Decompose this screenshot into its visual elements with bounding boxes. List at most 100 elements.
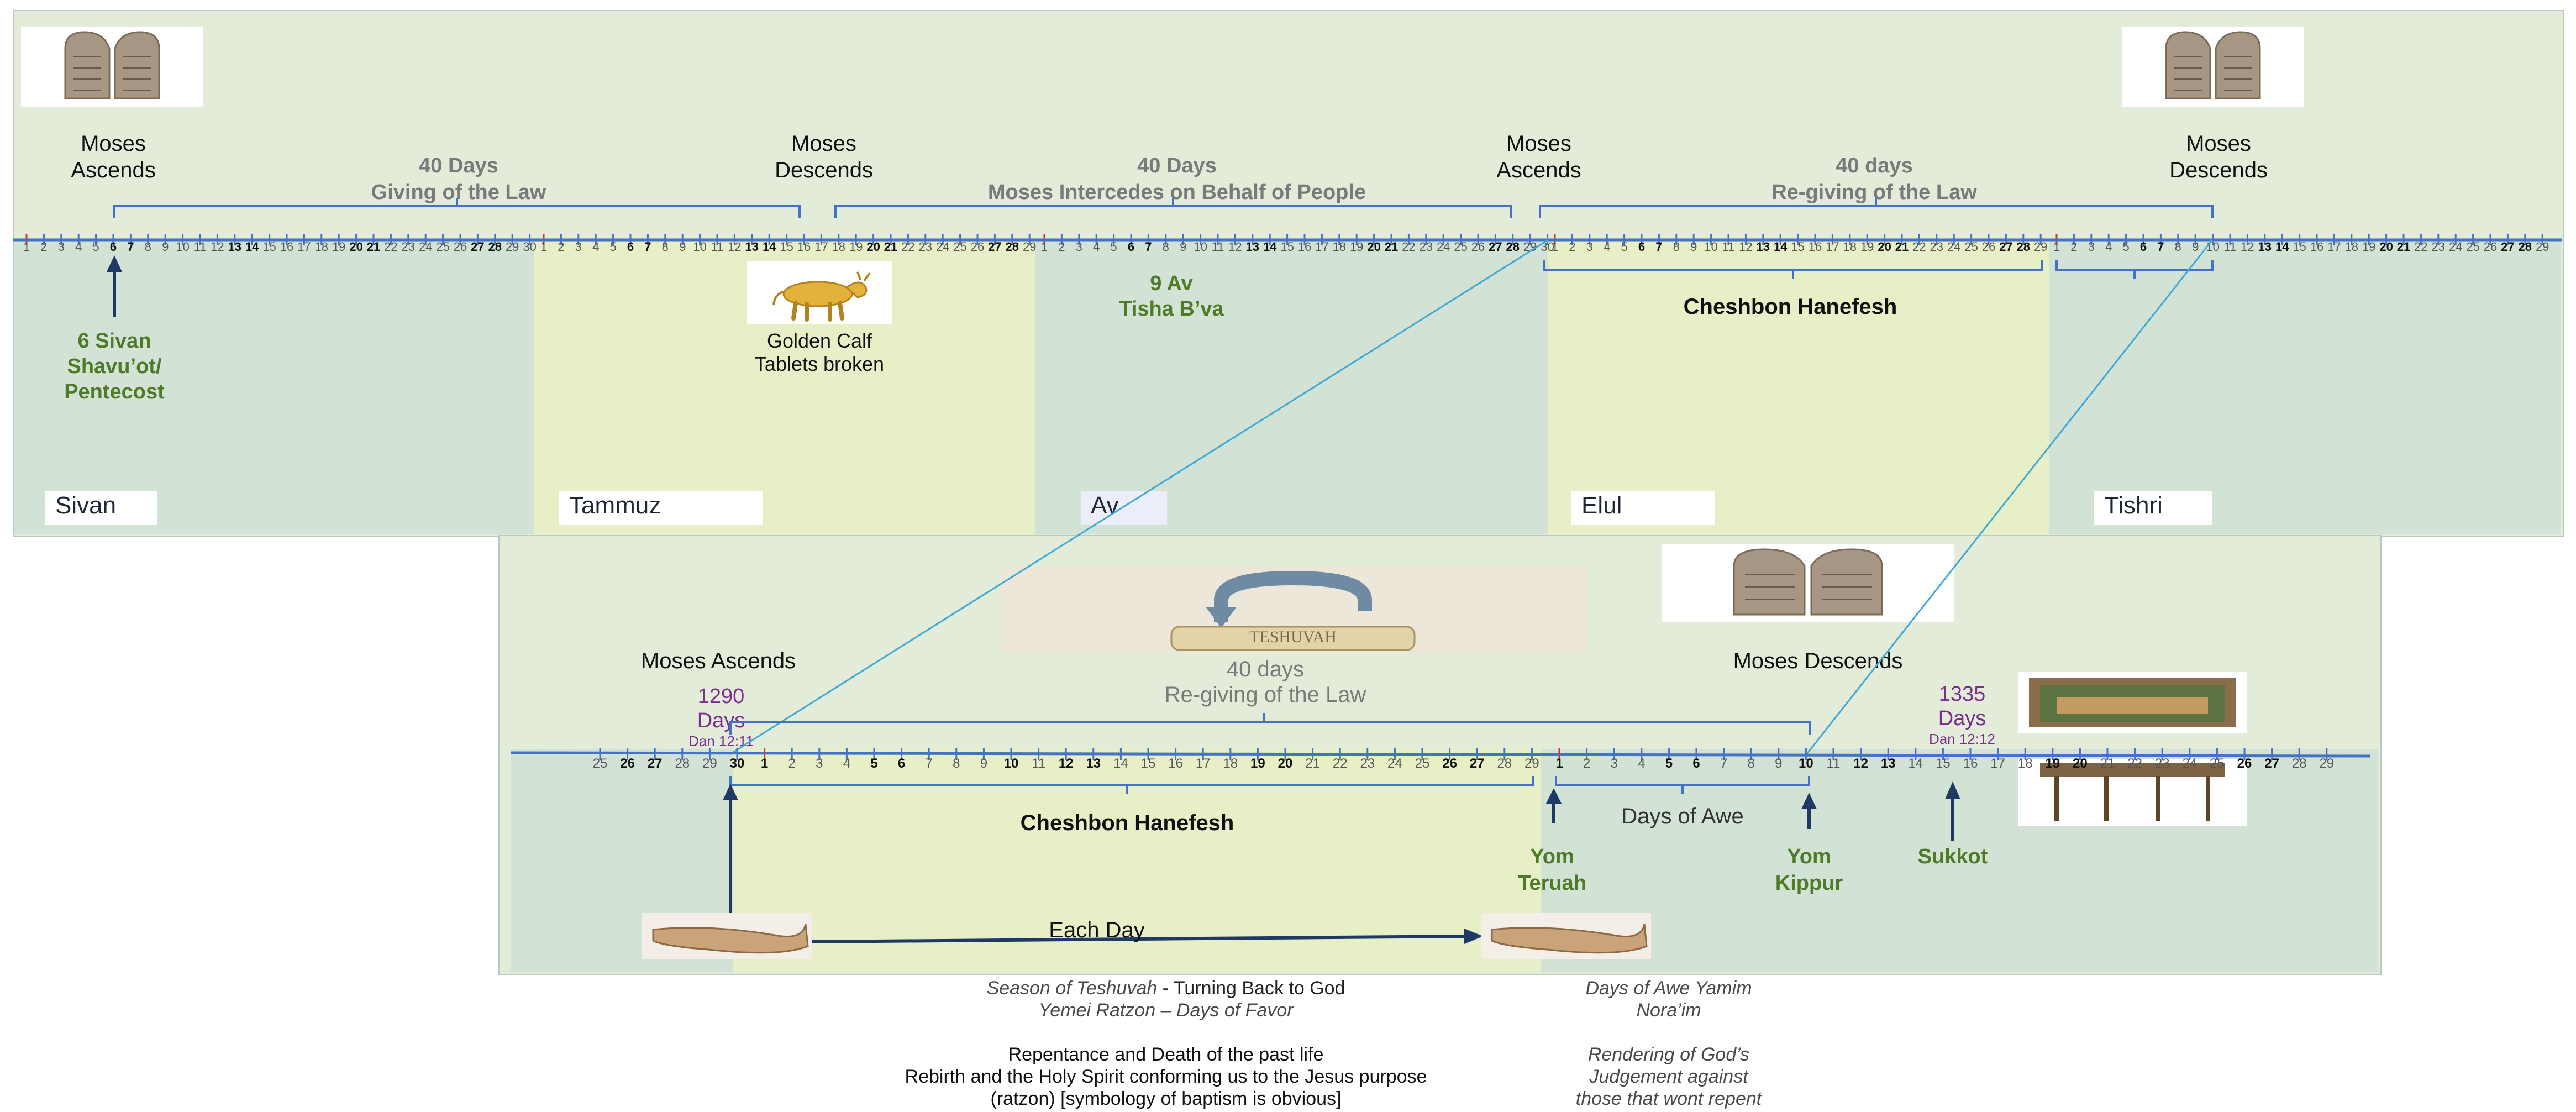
top-day-number: 5 (92, 240, 99, 254)
bottom-day-number: 16 (1963, 756, 1978, 771)
bottom-day-number: 22 (2127, 756, 2142, 771)
top-day-number: 11 (711, 240, 724, 254)
bottom-day-number: 28 (675, 756, 690, 771)
band-elul (1548, 240, 2049, 534)
band-tishri (2049, 240, 2561, 534)
month-label-sivan: Sivan (45, 491, 157, 525)
bottom-day-number: 27 (647, 756, 663, 771)
bottom-day-number: 9 (1775, 756, 1783, 771)
top-day-number: 24 (2448, 240, 2463, 254)
top-day-number: 11 (1211, 240, 1224, 254)
tablets-image-left (21, 27, 203, 107)
top-day-number: 21 (366, 240, 381, 254)
bottom-day-number: 24 (2182, 756, 2198, 771)
top-day-number: 30 (1541, 240, 1554, 254)
top-day-number: 13 (1756, 240, 1770, 254)
top-day-number: 27 (471, 240, 485, 254)
top-day-number: 7 (644, 240, 651, 254)
bottom-day-number: 29 (1524, 756, 1539, 771)
shofar-image-left (642, 913, 812, 959)
top-day-number: 28 (1005, 240, 1019, 254)
top-day-number: 6 (2139, 240, 2147, 254)
arrow-ascends-bottom (723, 784, 738, 920)
top-day-number: 10 (2206, 240, 2220, 254)
bottom-day-number: 25 (592, 756, 608, 771)
top-day-number: 18 (314, 240, 329, 254)
top-day-number: 21 (2396, 240, 2411, 254)
top-day-number: 2 (2070, 240, 2078, 254)
bottom-day-number: 30 (729, 756, 745, 771)
top-day-number: 19 (849, 240, 863, 254)
bottom-day-number: 27 (1469, 756, 1485, 771)
top-day-number: 2 (558, 240, 565, 254)
season-of-teshuvah-italic: Season of Teshuvah (986, 978, 1158, 999)
top-day-number: 28 (1506, 240, 1520, 254)
shofar-image-right (1481, 913, 1651, 959)
top-day-number: 1 (1040, 240, 1048, 254)
top-day-number: 18 (832, 240, 846, 254)
top-day-number: 15 (1791, 240, 1805, 254)
arrow-each-day (809, 929, 1483, 944)
top-day-number: 8 (1162, 240, 1169, 254)
top-day-number: 10 (693, 240, 707, 254)
cheshbon-hanefesh-bottom: Cheshbon Hanefesh (1020, 811, 1234, 835)
top-day-number: 9 (679, 240, 686, 254)
top-day-number: 6 (1127, 240, 1135, 254)
top-day-number: 22 (2414, 240, 2428, 254)
bottom-day-number: 11 (1826, 756, 1841, 771)
top-day-number: 26 (453, 240, 467, 254)
top-day-number: 21 (1895, 240, 1909, 254)
top-day-number: 14 (2275, 240, 2289, 254)
bottom-day-number: 11 (1032, 756, 1046, 771)
top-day-number: 26 (1981, 240, 1996, 254)
sukkot-label: Sukkot (1917, 845, 1988, 868)
bottom-day-number: 15 (1140, 756, 1156, 771)
top-day-number: 13 (228, 240, 242, 254)
top-day-number: 8 (2174, 240, 2181, 254)
moses-ascends-bottom: Moses Ascends (640, 649, 796, 673)
top-day-number: 21 (1384, 240, 1399, 254)
bottom-day-number: 8 (953, 756, 960, 771)
top-day-number: 24 (418, 240, 433, 254)
season-of-teshuvah-rest: - Turning Back to God (1157, 978, 1345, 999)
bottom-day-number: 7 (1720, 756, 1728, 771)
top-day-number: 1 (23, 240, 30, 254)
top-day-number: 3 (1075, 240, 1082, 254)
top-day-number: 13 (2258, 240, 2272, 254)
bottom-day-number: 12 (1853, 756, 1868, 771)
month-label-av: Av (1081, 491, 1167, 525)
top-day-number: 12 (2241, 240, 2254, 254)
top-day-number: 16 (1808, 240, 1822, 254)
top-day-number: 18 (1332, 240, 1347, 254)
top-day-number: 12 (211, 240, 224, 254)
bracket-cheshbon-top (1543, 260, 2043, 279)
sukkah-image-bottom (2018, 759, 2247, 826)
bottom-day-number: 5 (870, 756, 878, 771)
top-day-number: 26 (2483, 240, 2498, 254)
top-day-number: 15 (780, 240, 793, 254)
top-day-number: 23 (401, 240, 416, 254)
bottom-day-number: 29 (702, 756, 717, 771)
top-day-number: 28 (2518, 240, 2532, 254)
bottom-day-number: 10 (1799, 756, 1813, 771)
bottom-axis-line (510, 751, 2371, 758)
top-day-number: 18 (1843, 240, 1857, 254)
bottom-day-number: 3 (816, 756, 823, 771)
top-day-number: 29 (1022, 240, 1037, 254)
top-day-number: 23 (1419, 240, 1433, 254)
bottom-day-number: 16 (1168, 756, 1183, 771)
top-day-number: 16 (1297, 240, 1312, 254)
bottom-day-number: 2 (1583, 756, 1591, 771)
bottom-day-number: 8 (1747, 756, 1755, 771)
sukkah-image-top (2018, 672, 2247, 733)
bottom-day-number: 1 (1555, 756, 1563, 771)
top-day-number: 26 (970, 240, 985, 254)
top-day-number: 20 (1367, 240, 1381, 254)
bottom-day-number: 17 (1990, 756, 2005, 771)
top-day-number: 15 (262, 240, 276, 254)
